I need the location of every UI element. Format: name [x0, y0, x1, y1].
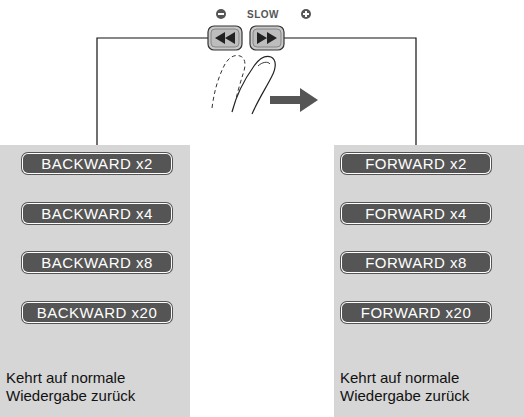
- plus-symbol: [301, 9, 311, 19]
- speed-box: FORWARD x8: [341, 252, 491, 273]
- speed-box: BACKWARD x8: [22, 252, 172, 273]
- leader-line: [97, 38, 208, 145]
- speed-box: FORWARD x2: [341, 153, 491, 174]
- forward-button: [250, 26, 284, 50]
- panel-note: Kehrt auf normale Wiedergabe zurück: [6, 369, 135, 404]
- minus-symbol: [216, 9, 226, 19]
- speed-label: BACKWARD x20: [37, 304, 157, 321]
- motion-arrow: [270, 88, 318, 112]
- speed-box: FORWARD x20: [341, 302, 491, 323]
- button-label: SLOW: [247, 9, 279, 20]
- finger: [232, 56, 275, 114]
- speed-label: BACKWARD x8: [41, 254, 153, 271]
- fingernail: [258, 62, 270, 66]
- speed-label: FORWARD x2: [365, 155, 467, 172]
- mode-panel: Kehrt auf normale Wiedergabe zurück BACKW…: [0, 145, 190, 417]
- speed-label: BACKWARD x2: [41, 155, 153, 172]
- speed-box: FORWARD x4: [341, 203, 491, 224]
- speed-label: BACKWARD x4: [41, 205, 153, 222]
- panel-note: Kehrt auf normale Wiedergabe zurück: [340, 369, 469, 404]
- mode-panel: Kehrt auf normale Wiedergabe zurück FORWA…: [334, 145, 524, 417]
- rewind-button: [208, 26, 242, 50]
- speed-label: FORWARD x8: [365, 254, 467, 271]
- speed-label: FORWARD x4: [365, 205, 467, 222]
- speed-box: BACKWARD x20: [22, 302, 172, 323]
- speed-label: FORWARD x20: [361, 304, 472, 321]
- speed-box: BACKWARD x2: [22, 153, 172, 174]
- speed-box: BACKWARD x4: [22, 203, 172, 224]
